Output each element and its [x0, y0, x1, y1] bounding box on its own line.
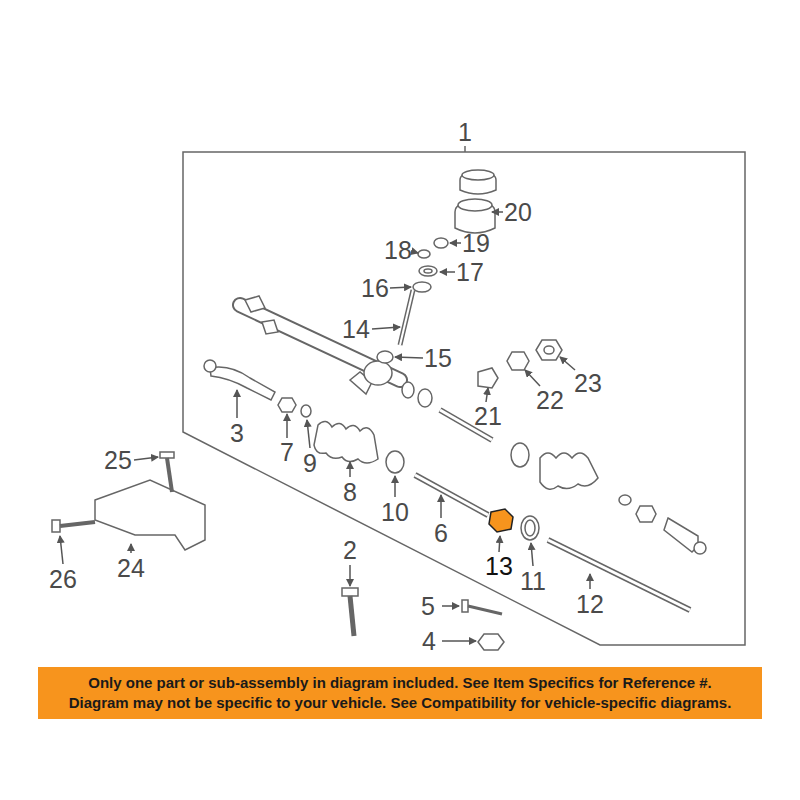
callout-number: 11 — [520, 569, 546, 594]
callout-number: 14 — [342, 317, 370, 342]
callout-number: 12 — [576, 592, 604, 617]
notice-banner: Only one part or sub-assembly in diagram… — [38, 667, 762, 719]
callout-number: 26 — [49, 567, 77, 592]
callout-number: 22 — [536, 388, 564, 413]
callout-number: 21 — [474, 404, 502, 429]
callout-number: 5 — [421, 594, 435, 619]
callout-number: 18 — [384, 238, 412, 263]
callout-number: 24 — [117, 556, 145, 581]
callout-number: 7 — [280, 440, 294, 465]
callout-number: 8 — [343, 480, 357, 505]
callout-number: 3 — [230, 421, 244, 446]
callout-number: 2 — [343, 538, 357, 563]
callout-number: 13 — [485, 554, 513, 579]
callout-number: 25 — [104, 448, 132, 473]
callout-number: 4 — [422, 629, 436, 654]
callout-number: 20 — [504, 200, 532, 225]
callout-number: 9 — [303, 451, 317, 476]
notice-text: Diagram may not be specific to your vehi… — [46, 693, 754, 713]
notice-text: Only one part or sub-assembly in diagram… — [46, 673, 754, 693]
callout-number: 6 — [434, 521, 448, 546]
callout-number: 15 — [424, 346, 452, 371]
callout-number: 1 — [458, 120, 472, 145]
callout-number: 19 — [462, 231, 490, 256]
callout-number: 17 — [456, 260, 484, 285]
callout-number: 16 — [361, 276, 389, 301]
callout-number: 10 — [381, 500, 409, 525]
callout-number: 23 — [574, 371, 602, 396]
